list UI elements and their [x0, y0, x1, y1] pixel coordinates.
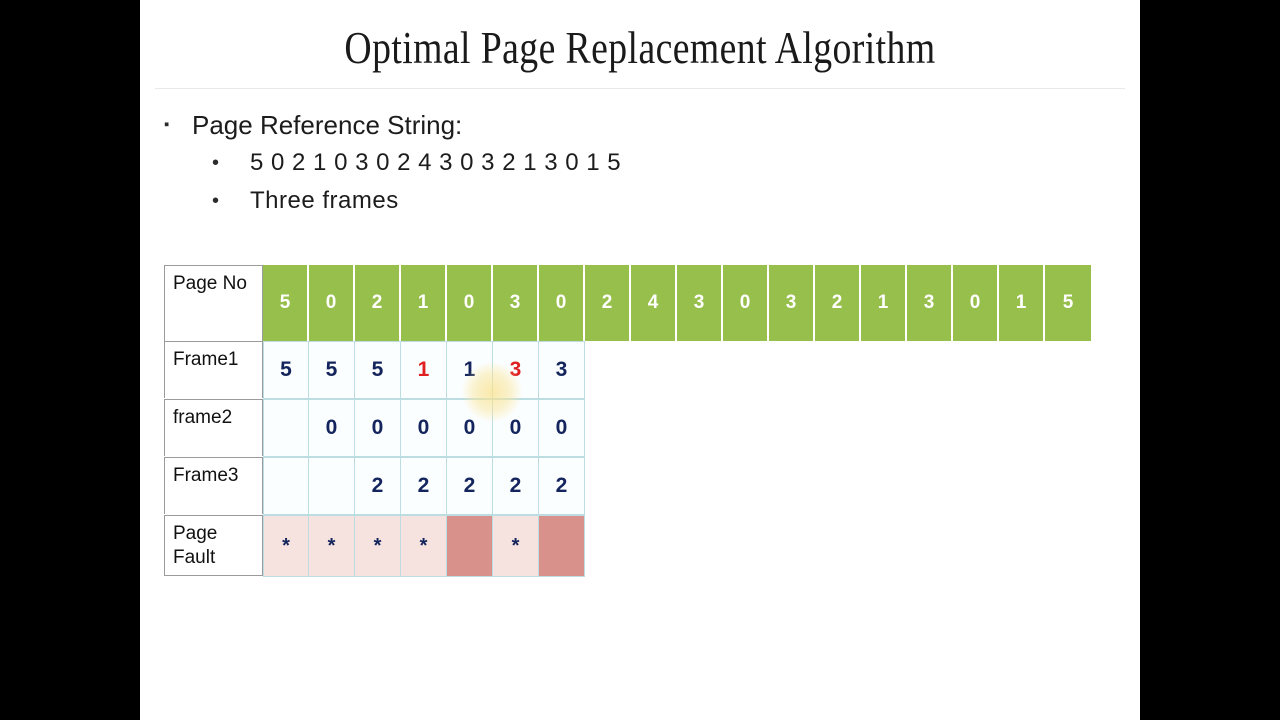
- reference-cell-2: 2: [355, 265, 401, 341]
- frame3-cell-6: 2: [539, 458, 585, 515]
- frame2-cell-2: 0: [355, 400, 401, 457]
- reference-cell-9: 3: [677, 265, 723, 341]
- round-bullet-icon: •: [212, 190, 220, 212]
- reference-cell-10: 0: [723, 265, 769, 341]
- frame2-cell-0: [263, 400, 309, 457]
- frame2-cell-3: 0: [401, 400, 447, 457]
- bullet-label: 5 0 2 1 0 3 0 2 4 3 0 3 2 1 3 0 1 5: [250, 149, 622, 176]
- reference-cell-1: 0: [309, 265, 355, 341]
- bullet-list: ▪ Page Reference String: • 5 0 2 1 0 3 0…: [164, 110, 1104, 222]
- bullet-label: Three frames: [250, 187, 399, 214]
- page-fault-cell-4: [447, 516, 493, 577]
- reference-cell-7: 2: [585, 265, 631, 341]
- page-fault-cell-0: *: [263, 516, 309, 577]
- page-fault-cells: *****: [263, 515, 585, 577]
- row-label-frame1: Frame1: [164, 341, 263, 398]
- reference-cell-11: 3: [769, 265, 815, 341]
- row-label-frame2: frame2: [164, 399, 263, 456]
- bullet-item-page-reference-string: ▪ Page Reference String:: [164, 110, 1104, 140]
- frame1-cell-1: 5: [309, 342, 355, 399]
- frame1-cell-6: 3: [539, 342, 585, 399]
- page-fault-cell-1: *: [309, 516, 355, 577]
- round-bullet-icon: •: [212, 152, 220, 174]
- frame1-cell-3: 1: [401, 342, 447, 399]
- frame3-cell-3: 2: [401, 458, 447, 515]
- reference-cell-8: 4: [631, 265, 677, 341]
- row-label-page-fault: Page Fault: [164, 515, 263, 576]
- frame3-cell-5: 2: [493, 458, 539, 515]
- reference-cell-12: 2: [815, 265, 861, 341]
- frame1-cell-2: 5: [355, 342, 401, 399]
- letterbox-left: [0, 0, 140, 720]
- row-label-page-no: Page No: [164, 265, 263, 341]
- reference-cell-5: 3: [493, 265, 539, 341]
- reference-cell-4: 0: [447, 265, 493, 341]
- square-bullet-icon: ▪: [164, 116, 170, 133]
- frame3-cell-4: 2: [447, 458, 493, 515]
- page-fault-cell-2: *: [355, 516, 401, 577]
- slide-canvas: Optimal Page Replacement Algorithm ▪ Pag…: [140, 0, 1140, 720]
- reference-cell-16: 1: [999, 265, 1045, 341]
- bullet-label: Page Reference String:: [192, 110, 463, 140]
- frame3-cell-0: [263, 458, 309, 515]
- reference-cell-17: 5: [1045, 265, 1091, 341]
- bullet-item-three-frames: • Three frames: [212, 184, 1104, 218]
- frame1-cell-4: 1: [447, 342, 493, 399]
- reference-cell-13: 1: [861, 265, 907, 341]
- frame1-cell-0: 5: [263, 342, 309, 399]
- reference-cell-14: 3: [907, 265, 953, 341]
- reference-cell-0: 5: [263, 265, 309, 341]
- page-fault-cell-6: [539, 516, 585, 577]
- row-label-frame3: Frame3: [164, 457, 263, 514]
- bullet-item-reference-string-values: • 5 0 2 1 0 3 0 2 4 3 0 3 2 1 3 0 1 5: [212, 146, 1104, 180]
- reference-cell-6: 0: [539, 265, 585, 341]
- reference-cell-15: 0: [953, 265, 999, 341]
- page-title: Optimal Page Replacement Algorithm: [344, 22, 936, 73]
- page-fault-cell-3: *: [401, 516, 447, 577]
- frame1-cell-5: 3: [493, 342, 539, 399]
- title-divider: [155, 88, 1125, 89]
- page-fault-cell-5: *: [493, 516, 539, 577]
- letterbox-right: [1140, 0, 1280, 720]
- frame2-cell-5: 0: [493, 400, 539, 457]
- table-row-page-fault: Page Fault *****: [164, 515, 1091, 577]
- frame2-cell-1: 0: [309, 400, 355, 457]
- frame3-cell-2: 2: [355, 458, 401, 515]
- frame2-cell-4: 0: [447, 400, 493, 457]
- reference-cell-3: 1: [401, 265, 447, 341]
- frame2-cell-6: 0: [539, 400, 585, 457]
- frame3-cell-1: [309, 458, 355, 515]
